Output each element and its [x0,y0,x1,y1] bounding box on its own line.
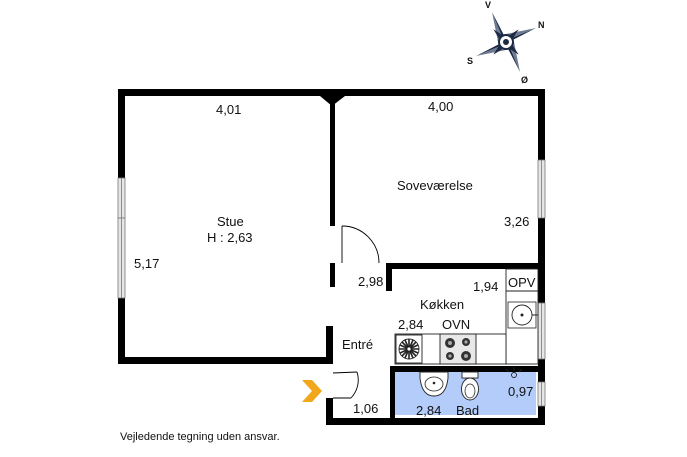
compass-label-s: S [467,56,473,66]
stue-depth-label: 5,17 [134,256,159,271]
bathroom-depth-label: 0,97 [508,384,533,399]
stue-width-label: 4,01 [216,102,241,117]
kitchen-depth-label: 2,84 [398,317,423,332]
compass-label-v: V [485,0,491,10]
bathroom-sink-icon [419,371,449,397]
stue-height-label: H : 2,63 [207,230,253,245]
bedroom-width-label: 4,00 [428,99,453,114]
bedroom-name-label: Soveværelse [397,178,473,193]
entre-width-label: 1,06 [353,401,378,416]
bedroom-depth-label: 3,26 [504,214,529,229]
disclaimer-text: Vejledende tegning uden ansvar. [120,431,280,443]
opv-label: OPV [508,275,536,290]
stue-name-label: Stue [217,214,244,229]
bathroom-name-label: Bad [456,403,479,418]
entre-depth-label: 2,98 [358,274,383,289]
entre-name-label: Entré [342,337,373,352]
compass-star-icon [476,12,536,72]
extractor-fan-icon [395,334,423,364]
compass-rose: V N S Ø [467,0,545,85]
kitchen-width-label: 1,94 [473,279,498,294]
entry-arrow-icon [302,380,322,402]
stove-icon [439,333,477,365]
compass-label-n: N [538,20,545,30]
toilet-icon [461,371,479,401]
bedroom-door [341,225,380,264]
windows [117,159,546,407]
kitchen-name-label: Køkken [420,297,464,312]
front-door [332,371,359,399]
shower-icon [505,367,523,378]
ovn-label: OVN [442,317,470,332]
inner-walls [320,96,538,418]
bathroom-width-label: 2,84 [416,403,441,418]
compass-label-o: Ø [521,75,528,85]
